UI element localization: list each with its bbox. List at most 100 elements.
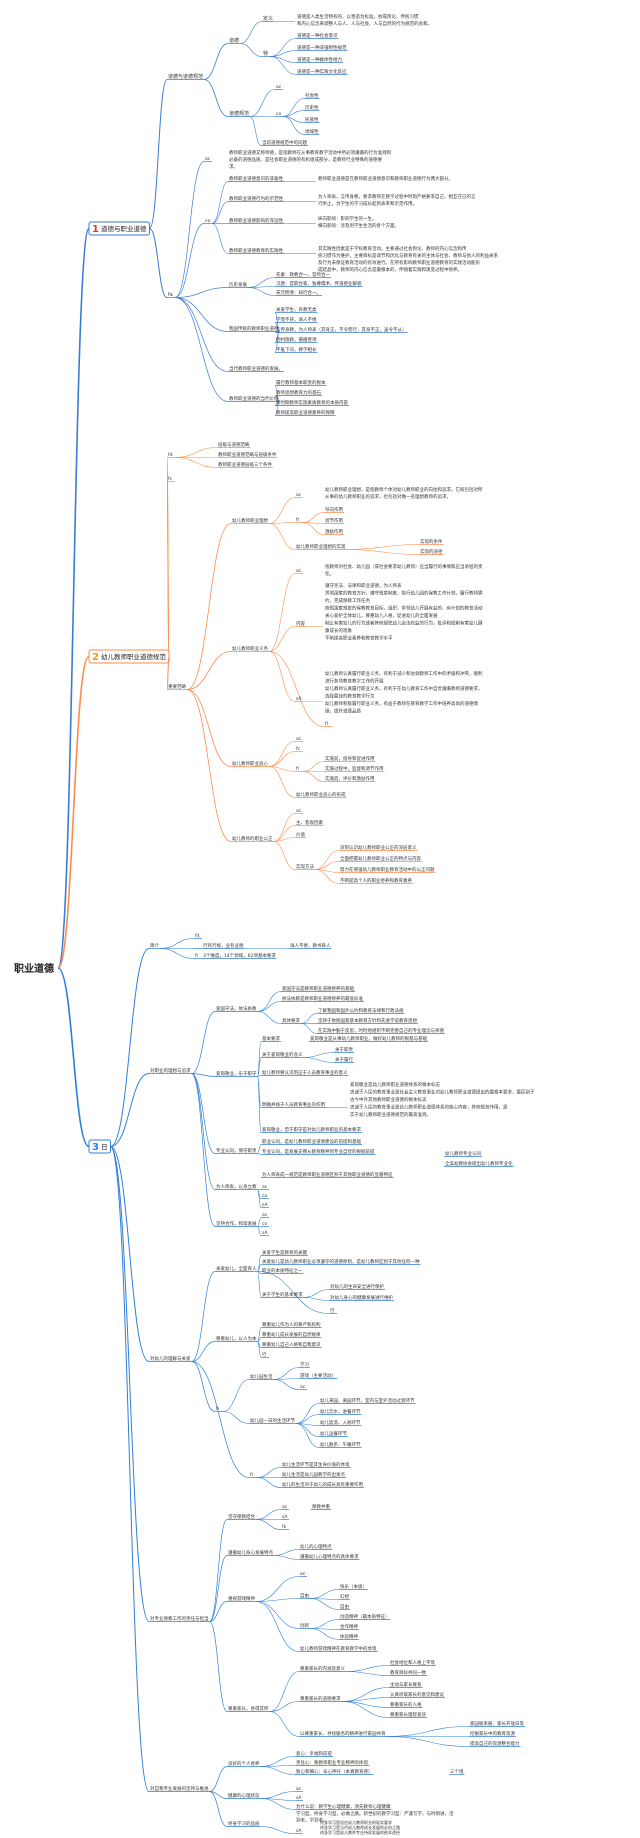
branch-number: 1: [92, 224, 99, 235]
node-label: 价值: [296, 831, 305, 838]
node-text-line: 终身学习是当代幼儿教师成长发展的必由之路: [320, 1824, 400, 1830]
node-label: 幼儿教师职业良心: [232, 760, 268, 767]
node-label: 以尊重家长、寻找服务的精神进行家园共育: [300, 1730, 386, 1737]
branch-number: 2: [92, 652, 99, 663]
node-text-line: 行举止，为学生的学习成长起到表率和示范作用。: [318, 200, 417, 207]
connector-line: [174, 297, 229, 372]
connector-line: [309, 1589, 340, 1599]
connector-line: [211, 201, 229, 224]
node-label: 创新: [300, 1622, 309, 1629]
node-label: 自由: [340, 1603, 349, 1610]
node-label: 幼儿来园、离园环节，室内与室外活动过渡环节: [320, 1397, 415, 1404]
node-label: 爱国守法，依法执教: [216, 1005, 257, 1012]
connector-line: [203, 43, 229, 80]
root-connector: [57, 967, 90, 1148]
node-text-line: 及行为未保证教育活动的有效进行。在所有影响教师职业道德教育的实践活动能形: [318, 259, 480, 266]
connector-line: [149, 228, 168, 298]
node-text-line: 关心爱护全体幼儿，尊重幼儿人格，促进幼儿的全面发展: [325, 612, 438, 619]
node-label: ac: [296, 569, 302, 574]
node-label: 关于职责: [335, 1046, 353, 1053]
connector-line: [346, 549, 420, 555]
node-label: 为什么说：教学生心理健康，须先教师心理健康: [296, 1803, 391, 1810]
connector-line: [302, 771, 325, 782]
node-label: 道德与道德规范: [168, 73, 203, 80]
node-label: 幼儿教师专业认同: [445, 1150, 481, 1157]
node-label: 对幼儿身心的健康发展进行维护: [330, 1294, 393, 1301]
node-label: 道德规范: [229, 110, 249, 117]
node-label: 终身学习的品质: [228, 1820, 260, 1827]
node-label: 对幼儿的生命安全进行保护: [330, 1283, 384, 1290]
connector-line: [295, 1414, 320, 1424]
node-label: 努力在增强幼儿教师职业教育活动中的公正问题: [340, 866, 435, 873]
connector-line: [257, 1189, 262, 1208]
node-label: 行: [330, 1307, 335, 1314]
connector-line: [191, 1073, 216, 1227]
node-label: 幼儿教师职业义务: [232, 645, 268, 652]
node-label: 坚持于依照国家基本教育方针和先进学说教育思想: [318, 1017, 417, 1024]
connector-line: [166, 481, 170, 657]
node-text-line: 学习型，终身学习型，必做之路。新世纪的教学习型：严谨写学，与时俱进，活: [296, 1810, 454, 1817]
node-label: 尊重家长的道德要求: [300, 1695, 341, 1702]
connector-line: [268, 573, 296, 652]
connector-line: [209, 1519, 228, 1622]
node-text-line: 任。: [325, 570, 334, 577]
node-label: 专业认同，是发展支撑从教育精神到专业自觉的根据前提: [262, 1148, 375, 1155]
node-text-line: 进行各项教育教学工作的开展: [325, 678, 384, 685]
connector-line: [314, 850, 340, 870]
connector-line: [303, 1052, 335, 1058]
node-text-line: 幼儿教师认真履行职业义务，有利于在幼儿教育工作中自觉遵循教师道德要求，: [325, 685, 483, 692]
connector-line: [256, 1467, 282, 1478]
node-label: 幼儿教师职业理想的实现: [296, 543, 346, 550]
node-label: fl: [296, 517, 299, 523]
node-text-line: 忠诚于人民的教育事业是社会主义教育事业对幼儿教师职业道德提出的最根本要求，最区别…: [350, 1089, 535, 1096]
node-label: 依法执教是教师职业道德修养的最低标准: [282, 995, 363, 1002]
connector-line: [314, 861, 340, 870]
node-label: 内容: [296, 620, 305, 627]
node-label: 历史发展: [229, 281, 247, 288]
connector-line: [255, 1598, 300, 1602]
node-label: 导向作用: [325, 506, 343, 513]
node-label: fl: [325, 721, 328, 727]
node-label: 汉唐：官职合家、独尊儒术、传道授业解惑: [276, 280, 362, 287]
node-label: ac: [262, 1213, 268, 1218]
node-label: 宋元明清：知行合一。: [276, 289, 321, 296]
connector-line: [110, 1146, 150, 1622]
connector-line: [345, 1671, 390, 1676]
connector-line: [341, 1687, 390, 1702]
node-label: 幼儿饮水、进餐环节: [320, 1408, 361, 1415]
node-label: 幻想: [340, 1593, 349, 1600]
node-text-line: 从事的幼儿教师职业的追求，也包括对做一名理想教师的追求。: [325, 493, 451, 500]
connector-line: [302, 522, 325, 535]
node-label: 我国传统的教师职业道德: [229, 325, 279, 332]
node-text-line: 爱岗敬业是幼儿教师职业道德体系的根本标志: [350, 1081, 440, 1088]
node-label: 提高自己的资源整合能力: [470, 1740, 520, 1747]
node-label: 幼儿园生活: [250, 1373, 273, 1380]
node-label: 教师职业道德意识的非备性: [229, 175, 283, 182]
node-label: 幼儿教师要认识到这于人员教育事业的意义: [262, 1069, 348, 1076]
node-label: ac: [205, 157, 211, 162]
node-label: 爱岗敬业，忠于职守是对幼儿教师职业的基本要求: [262, 1126, 361, 1133]
connector-line: [260, 1798, 296, 1810]
connector-line: [341, 1701, 390, 1708]
connector-line: [268, 522, 296, 524]
connector-line: [247, 277, 276, 288]
connector-line: [255, 1509, 282, 1520]
connector-line: [257, 1144, 262, 1154]
connector-line: [255, 1601, 300, 1629]
node-label: 认真听取家长的意见和建议: [390, 1691, 444, 1698]
node-label: 尊重幼儿，以人为本: [216, 1335, 257, 1342]
node-label: 关于爱岗敬业的含义: [262, 1051, 303, 1058]
node-label: 教育目标共同一致: [390, 1669, 426, 1676]
connector-line: [149, 79, 168, 229]
connector-line: [249, 116, 262, 146]
node-label: 对职业的理想与追求: [150, 1067, 191, 1074]
node-label: 幼儿教师游戏精神在教育教学中的体现: [300, 1645, 377, 1652]
node-label: 全美幼教协会提出幼儿教师专业化: [445, 1160, 513, 1167]
connector-line: [255, 1601, 300, 1652]
node-label: 社会地位和人格上平等: [390, 1659, 435, 1666]
node-label: 合作精神: [340, 1623, 358, 1630]
node-label: 关爱学生，有教无类: [276, 306, 317, 313]
node-label: 挖掘家长中的教育资源: [470, 1730, 515, 1737]
node-label: 幼儿的生活对于幼儿的成长具有重要作用: [282, 1481, 363, 1488]
